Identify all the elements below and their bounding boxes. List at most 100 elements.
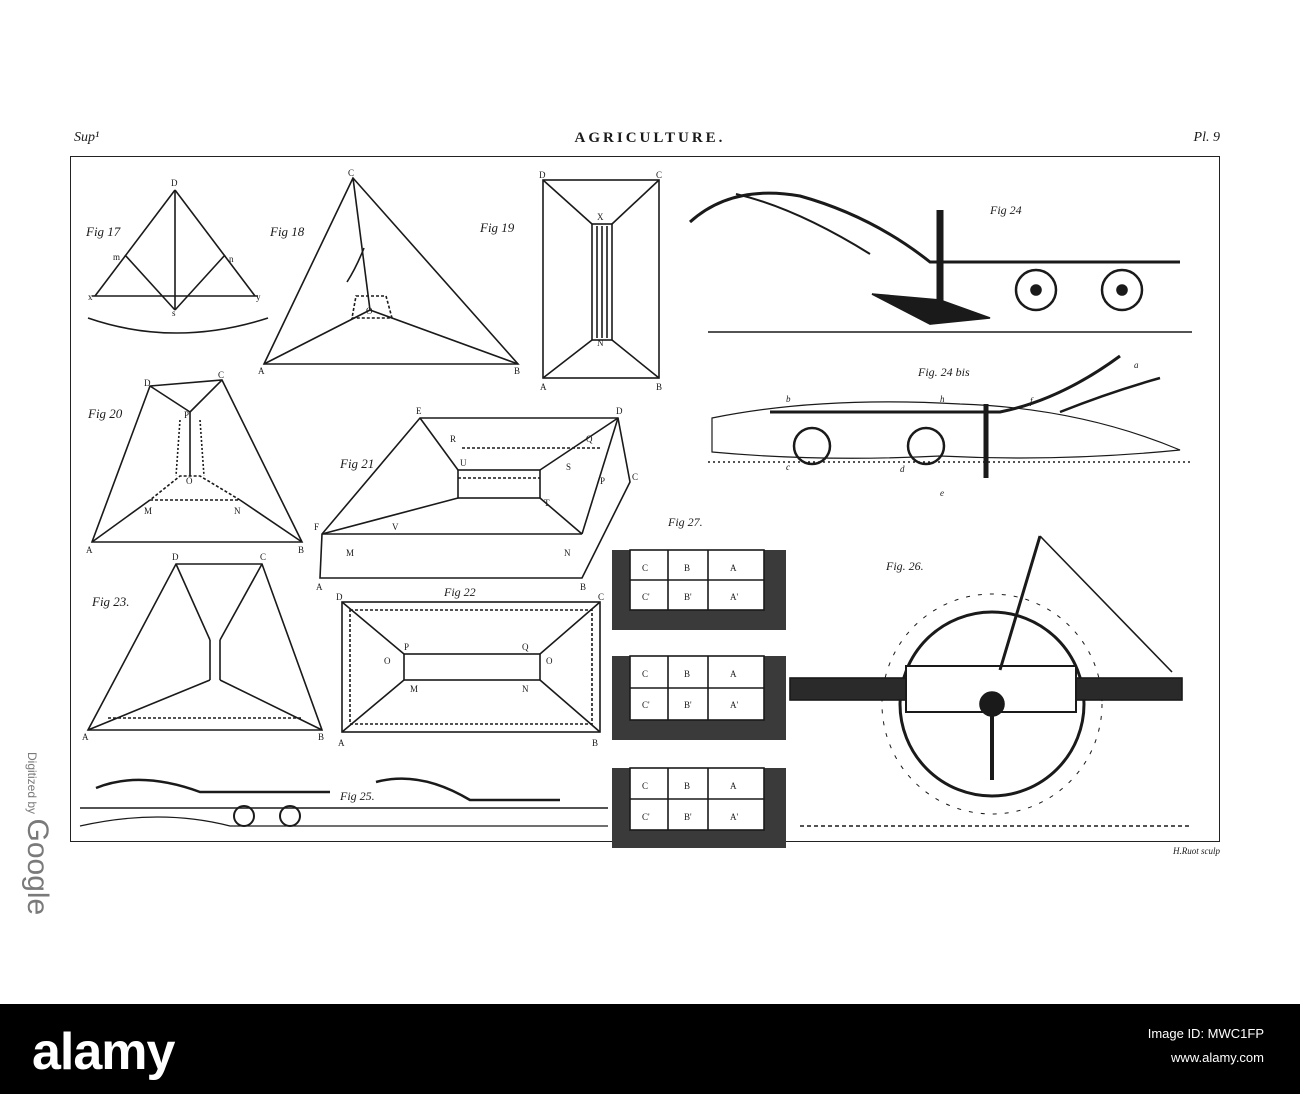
- fig-27-title: Fig 27.: [667, 515, 703, 529]
- stock-site-url[interactable]: www.alamy.com: [1171, 1050, 1264, 1065]
- fig-26-title: Fig. 26.: [885, 559, 924, 573]
- header-plate-number: Pl. 9: [1193, 130, 1220, 145]
- fig-22-diagram: [341, 601, 601, 733]
- fig-17-point-d: D: [171, 178, 178, 188]
- header-title: AGRICULTURE.: [574, 130, 726, 146]
- engraving-illustrations: Fig 17 D m n x y s Fig 18 C A: [79, 168, 1192, 848]
- fig-22-point-p: P: [404, 642, 409, 652]
- fig-27-block-2-c: C: [642, 669, 648, 679]
- fig-23-point-b: B: [318, 732, 324, 742]
- fig-21-point-d: D: [616, 406, 623, 416]
- fig-17-point-x: x: [88, 292, 93, 302]
- fig-24-bis-point-a: a: [1134, 360, 1139, 370]
- fig-18-diagram: [262, 176, 520, 365]
- fig-24-title: Fig 24: [989, 203, 1022, 217]
- fig-23-point-d: D: [172, 552, 179, 562]
- fig-21-point-a: A: [316, 582, 323, 592]
- fig-20-point-c: C: [218, 370, 224, 380]
- header-supplement-label: Sup¹: [74, 130, 100, 145]
- fig-23-title: Fig 23.: [91, 594, 130, 609]
- fig-24-bis-point-f: f: [1030, 396, 1034, 406]
- fig-21-diagram: [319, 417, 631, 579]
- fig-20-diagram: [90, 379, 304, 543]
- fig-27-diagram: [612, 549, 786, 848]
- fig-23-diagram: [86, 563, 324, 731]
- fig-21-title: Fig 21: [339, 456, 374, 471]
- fig-27-block-3-a: A: [730, 781, 737, 791]
- fig-18-point-c: C: [348, 168, 354, 178]
- fig-21-point-s: S: [566, 462, 571, 472]
- fig-22-title: Fig 22: [443, 585, 476, 599]
- fig-21-point-m: M: [346, 548, 354, 558]
- fig-21-point-f: F: [314, 522, 319, 532]
- fig-24-bis-point-h: h: [940, 394, 945, 404]
- fig-21-point-b: B: [580, 582, 586, 592]
- fig-22-point-c: C: [598, 592, 604, 602]
- fig-27-block-2-a-prime: A': [730, 700, 738, 710]
- fig-27-block-2-c-prime: C': [642, 700, 650, 710]
- fig-21-point-r: R: [450, 434, 456, 444]
- fig-23-point-c: C: [260, 552, 266, 562]
- engraver-signature: H.Ruot sculp: [1173, 846, 1220, 856]
- fig-19-point-b: B: [656, 382, 662, 392]
- fig-24-bis-point-b: b: [786, 394, 791, 404]
- fig-19-point-d: D: [539, 170, 546, 180]
- fig-17-point-n: n: [229, 254, 234, 264]
- fig-26-rotary-harrow-illustration: [789, 535, 1190, 827]
- fig-21-point-p: P: [600, 476, 605, 486]
- fig-27-block-3-b: B: [684, 781, 690, 791]
- fig-22-point-q: Q: [522, 642, 529, 652]
- watermark-digitized-by: Digitized by: [25, 752, 39, 815]
- fig-19-point-x: X: [597, 212, 604, 222]
- fig-20-point-n: N: [234, 506, 241, 516]
- fig-27-block-1-b-prime: B': [684, 592, 692, 602]
- fig-18-point-a: A: [258, 366, 265, 376]
- fig-20-point-m: M: [144, 506, 152, 516]
- fig-22-point-m: M: [410, 684, 418, 694]
- fig-21-point-n: N: [564, 548, 571, 558]
- image-id-label: Image ID: MWC1FP: [1147, 1026, 1264, 1041]
- fig-22-point-n: N: [522, 684, 529, 694]
- fig-19-diagram: [542, 179, 660, 379]
- fig-25-title: Fig 25.: [339, 789, 375, 803]
- fig-27-block-2-b-prime: B': [684, 700, 692, 710]
- plate-page: Sup¹ AGRICULTURE. Pl. 9 Fig 17 D m n x y: [20, 130, 1220, 916]
- fig-18-point-o: O: [366, 306, 373, 316]
- fig-17-title: Fig 17: [85, 224, 121, 239]
- fig-18-point-b: B: [514, 366, 520, 376]
- fig-21-point-c: C: [632, 472, 638, 482]
- fig-24-bis-point-d: d: [900, 464, 905, 474]
- fig-23-point-a: A: [82, 732, 89, 742]
- fig-22-point-b: B: [592, 738, 598, 748]
- fig-21-point-q: Q: [586, 434, 593, 444]
- alamy-logo: alamy: [32, 1023, 175, 1081]
- fig-27-block-3-b-prime: B': [684, 812, 692, 822]
- google-digitization-watermark: Digitized by Google: [20, 752, 54, 915]
- fig-27-block-1-c-prime: C': [642, 592, 650, 602]
- fig-20-point-b: B: [298, 545, 304, 555]
- fig-22-point-a: A: [338, 738, 345, 748]
- fig-27-block-1-a-prime: A': [730, 592, 738, 602]
- fig-19-title: Fig 19: [479, 220, 515, 235]
- fig-17-point-m: m: [113, 252, 120, 262]
- fig-24-bis-point-c: c: [786, 462, 790, 472]
- fig-24-bis-point-e: e: [940, 488, 944, 498]
- fig-27-block-3-c-prime: C': [642, 812, 650, 822]
- fig-22-point-d: D: [336, 592, 343, 602]
- fig-19-point-c: C: [656, 170, 662, 180]
- fig-24-bis-title: Fig. 24 bis: [917, 365, 970, 379]
- fig-21-point-v: V: [392, 522, 399, 532]
- fig-20-point-d: D: [144, 378, 151, 388]
- fig-19-point-a: A: [540, 382, 547, 392]
- fig-21-point-e: E: [416, 406, 422, 416]
- fig-21-point-u: U: [460, 458, 467, 468]
- fig-27-block-2-a: A: [730, 669, 737, 679]
- fig-22-point-o-right: O: [546, 656, 553, 666]
- watermark-google: Google: [21, 818, 54, 916]
- fig-22-point-o-left: O: [384, 656, 391, 666]
- fig-25-plough-illustration: [79, 777, 608, 827]
- fig-27-block-1-c: C: [642, 563, 648, 573]
- fig-24-bis-plough-illustration: [708, 354, 1192, 478]
- fig-17-point-y: y: [256, 292, 261, 302]
- fig-17-diagram: [87, 189, 269, 334]
